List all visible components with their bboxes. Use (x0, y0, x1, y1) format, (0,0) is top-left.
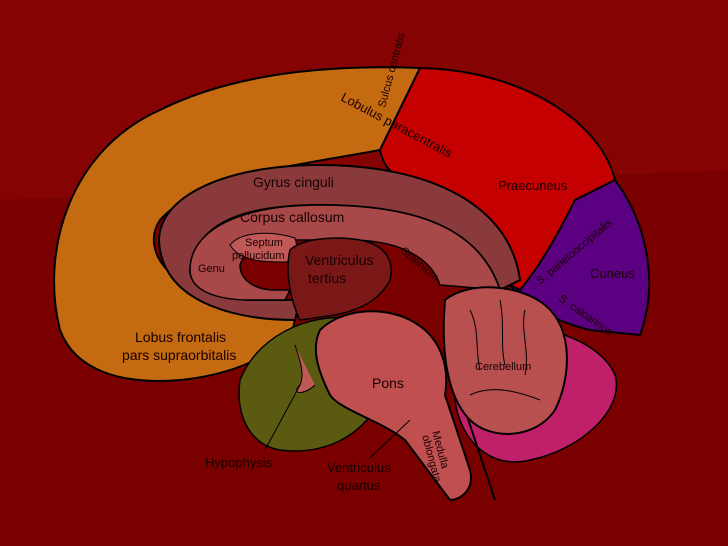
label-genu: Genu (198, 263, 225, 275)
label-praecuneus: Praecuneus (498, 178, 568, 193)
label-tertius: tertius (308, 270, 346, 286)
label-gyrus-cinguli: Gyrus cinguli (253, 174, 334, 190)
brainstem-pons (314, 310, 472, 502)
label-ventriculus: Ventriculus (305, 252, 373, 268)
label-ventriculus-quartus-1: Ventriculus (327, 460, 391, 475)
label-pons: Pons (372, 375, 404, 391)
label-cuneus: Cuneus (590, 266, 635, 281)
label-corpus-callosum: Corpus callosum (240, 209, 344, 225)
label-lobus-frontalis: Lobus frontalis (135, 329, 226, 345)
cerebellum-folia (469, 299, 541, 401)
label-cerebellum: Cerebellum (475, 361, 531, 373)
label-pars-supraorbitalis: pars supraorbitalis (122, 347, 236, 363)
hypophysis-leader (264, 384, 301, 451)
corpus-callosum (189, 204, 502, 301)
label-pellucidum: pellucidum (232, 250, 285, 262)
label-septum: Septum (245, 237, 283, 249)
third-ventricle (287, 237, 392, 321)
label-ventriculus-quartus-2: quartus (337, 478, 381, 493)
ventriculus-quartus-leader (369, 419, 411, 459)
label-hypophysis: Hypophysis (205, 455, 273, 470)
